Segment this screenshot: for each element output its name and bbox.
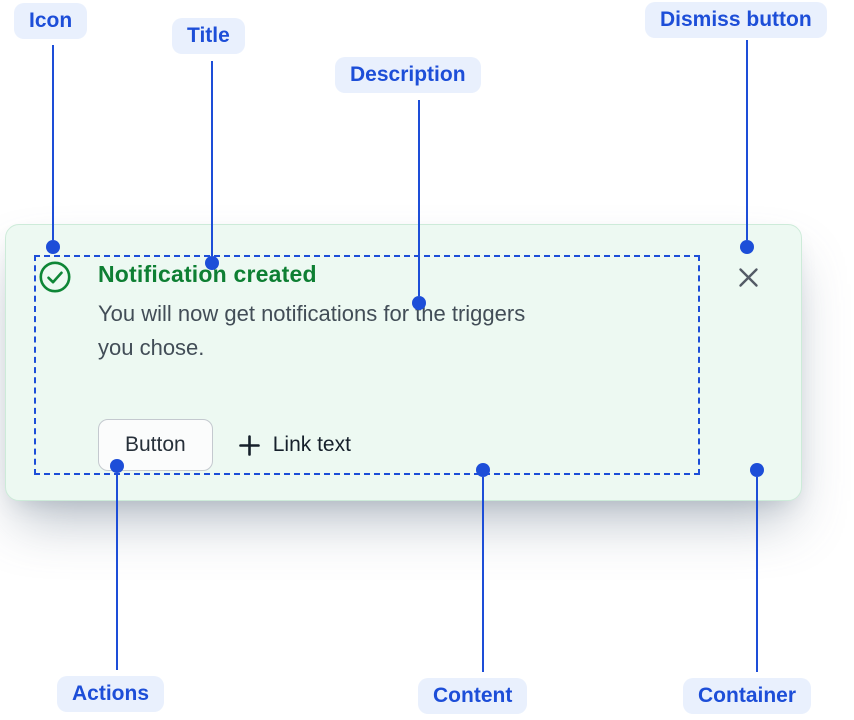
notification-container: Notification created You will now get no… — [5, 224, 802, 501]
content-outline — [34, 255, 700, 475]
check-circle-icon — [39, 261, 71, 293]
dismiss-button[interactable] — [730, 259, 766, 295]
action-link-label: Link text — [272, 433, 351, 456]
connector-line-container — [756, 477, 758, 672]
connector-dot-actions — [110, 459, 124, 473]
close-icon — [737, 266, 760, 289]
label-chip-title: Title — [172, 18, 245, 54]
connector-dot-dismiss-button — [740, 240, 754, 254]
notification-actions: Button Link text — [98, 419, 351, 471]
label-chip-dismiss-button: Dismiss button — [645, 2, 827, 38]
connector-line-icon — [52, 45, 54, 240]
label-chip-icon: Icon — [14, 3, 88, 39]
connector-line-description — [418, 100, 420, 296]
connector-line-content — [482, 477, 484, 672]
connector-dot-content — [476, 463, 490, 477]
label-chip-container: Container — [683, 678, 812, 714]
connector-dot-description — [412, 296, 426, 310]
connector-line-title — [211, 61, 213, 256]
plus-icon — [237, 433, 262, 458]
action-link[interactable]: Link text — [237, 433, 351, 458]
connector-dot-title — [205, 256, 219, 270]
label-chip-description: Description — [335, 57, 481, 93]
label-chip-actions: Actions — [57, 676, 165, 712]
notification-description: You will now get notifications for the t… — [98, 301, 526, 360]
connector-line-actions — [116, 473, 118, 670]
connector-dot-icon — [46, 240, 60, 254]
connector-line-dismiss-button — [746, 40, 748, 240]
label-chip-content: Content — [418, 678, 528, 714]
connector-dot-container — [750, 463, 764, 477]
